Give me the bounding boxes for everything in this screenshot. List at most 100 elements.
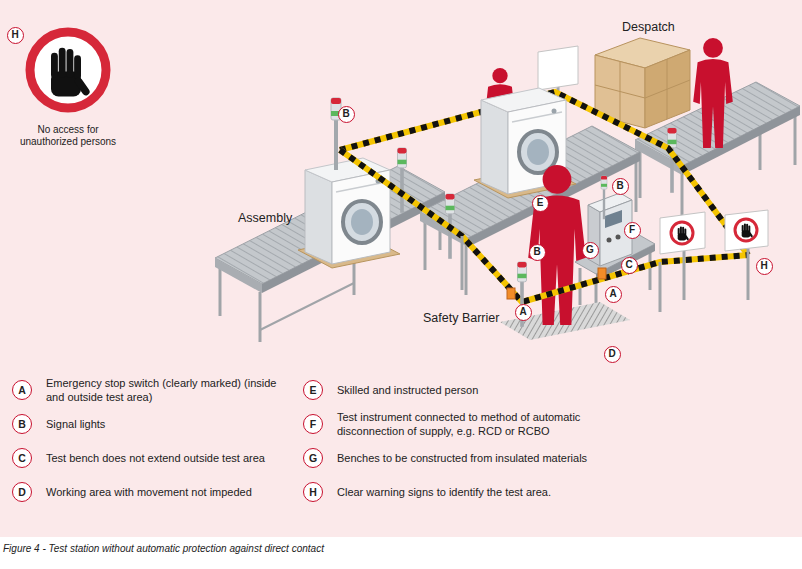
key-letter: D: [18, 487, 26, 498]
callout-letter: C: [625, 260, 632, 270]
key-circle: A: [12, 380, 32, 400]
stop-sign-part: [30, 32, 106, 108]
safety-barrier-front-part: [659, 262, 662, 312]
despatch-bench-part: [794, 112, 797, 165]
callout-circle: A: [605, 286, 622, 303]
stop-sign-part: [51, 48, 91, 97]
assembly-bench-part: [260, 283, 354, 330]
callout-circle: C: [621, 257, 638, 274]
despatch-person: [693, 38, 733, 148]
despatch-boxes-part: [645, 50, 690, 128]
callout-letter: H: [11, 30, 18, 40]
test-instrument-part: [607, 238, 612, 243]
despatch-bench-part: [682, 106, 800, 175]
callout-letter: F: [629, 225, 635, 235]
callout-letter: D: [608, 349, 615, 359]
legend-description: Signal lights: [46, 417, 296, 431]
key-circle: H: [303, 482, 323, 502]
legend-description: Emergency stop switch (clearly marked) (…: [46, 376, 278, 405]
warning-signs-part: [683, 250, 686, 300]
key-letter: H: [309, 487, 317, 498]
area-label: Assembly: [238, 211, 292, 226]
callout-circle: H: [756, 258, 773, 275]
legend-item: G Benches to be constructed from insulate…: [303, 448, 637, 468]
warning-signs-part: [678, 226, 690, 240]
key-letter: F: [310, 419, 316, 430]
safety-barrier-front-part: [340, 150, 748, 302]
warning-signs-part: [725, 210, 768, 251]
key-letter: A: [18, 385, 26, 396]
legend-item: E Skilled and instructed person: [303, 380, 637, 400]
warning-signs: [660, 210, 768, 300]
legend-description: Working area with movement not impeded: [46, 485, 296, 499]
callout-circle: B: [529, 244, 546, 261]
callout-letter: B: [533, 247, 540, 257]
emergency-stop-part: [598, 268, 606, 279]
warning-signs-part: [735, 219, 757, 241]
stop-sign: [30, 32, 106, 108]
legend-item: D Working area with movement not impeded: [12, 482, 296, 502]
warning-signs-part: [747, 248, 750, 300]
key-circle: E: [303, 380, 323, 400]
legend-description: Test instrument connected to method of a…: [337, 410, 637, 439]
background-panel: [0, 0, 802, 537]
signal-light: [601, 176, 607, 219]
washing-machine: [298, 158, 400, 268]
key-circle: D: [12, 482, 32, 502]
instrument-bench-part: [649, 250, 652, 290]
test-bench-part: [465, 245, 468, 295]
key-letter: G: [309, 453, 317, 464]
callout-circle: E: [532, 195, 549, 212]
legend-description: Clear warning signs to identify the test…: [337, 485, 637, 499]
area-label: No access for unauthorized persons: [12, 124, 124, 148]
safety-barrier-front-part: [461, 236, 464, 290]
signal-light: [398, 148, 407, 213]
safety-barrier-front: [340, 150, 748, 312]
key-circle: F: [303, 414, 323, 434]
legend-description: Skilled and instructed person: [337, 383, 637, 397]
despatch-boxes-part: [667, 59, 668, 119]
callout-circle: B: [612, 178, 629, 195]
callout-circle: H: [7, 27, 24, 44]
callout-letter: H: [760, 261, 767, 271]
callout-circle: G: [582, 242, 599, 259]
legend-item: F Test instrument connected to method of …: [303, 410, 637, 439]
key-letter: E: [309, 385, 316, 396]
legend-description: Benches to be constructed from insulated…: [337, 451, 637, 465]
callout-circle: D: [604, 346, 621, 363]
key-circle: G: [303, 448, 323, 468]
assembly-bench-part: [215, 258, 262, 293]
top-sign-part: [538, 46, 578, 90]
legend-item: CTest bench does not extend outside test…: [12, 448, 296, 468]
area-label: Safety Barrier: [423, 311, 499, 326]
key-circle: B: [12, 414, 32, 434]
callout-circle: A: [515, 304, 532, 321]
test-bench-part: [635, 160, 638, 212]
legend-item: H Clear warning signs to identify the tes…: [303, 482, 637, 502]
callout-letter: B: [342, 109, 349, 119]
figure-caption: Figure 4 - Test station without automati…: [3, 543, 324, 554]
callout-circle: B: [338, 106, 355, 123]
test-bench-part: [424, 218, 427, 270]
callout-letter: A: [519, 307, 526, 317]
warning-signs-part: [742, 223, 754, 237]
emergency-stop: [507, 268, 606, 299]
key-letter: B: [18, 419, 26, 430]
test-instrument-part: [605, 210, 622, 228]
assembly-bench-part: [219, 264, 222, 316]
test-instrument-part: [616, 235, 621, 240]
callout-letter: A: [609, 289, 616, 299]
skilled-person: [528, 165, 586, 325]
callout-circle: F: [624, 222, 641, 239]
callout-letter: E: [537, 198, 544, 208]
area-label: Despatch: [622, 20, 675, 35]
emergency-stop-part: [507, 288, 515, 299]
callout-letter: B: [616, 181, 623, 191]
assembly-bench-part: [259, 292, 262, 342]
legend-item: B Signal lights: [12, 414, 296, 434]
callout-letter: G: [586, 245, 594, 255]
legend-description: Test bench does not extend outside test …: [46, 451, 296, 465]
despatch-boxes-part: [620, 61, 621, 121]
